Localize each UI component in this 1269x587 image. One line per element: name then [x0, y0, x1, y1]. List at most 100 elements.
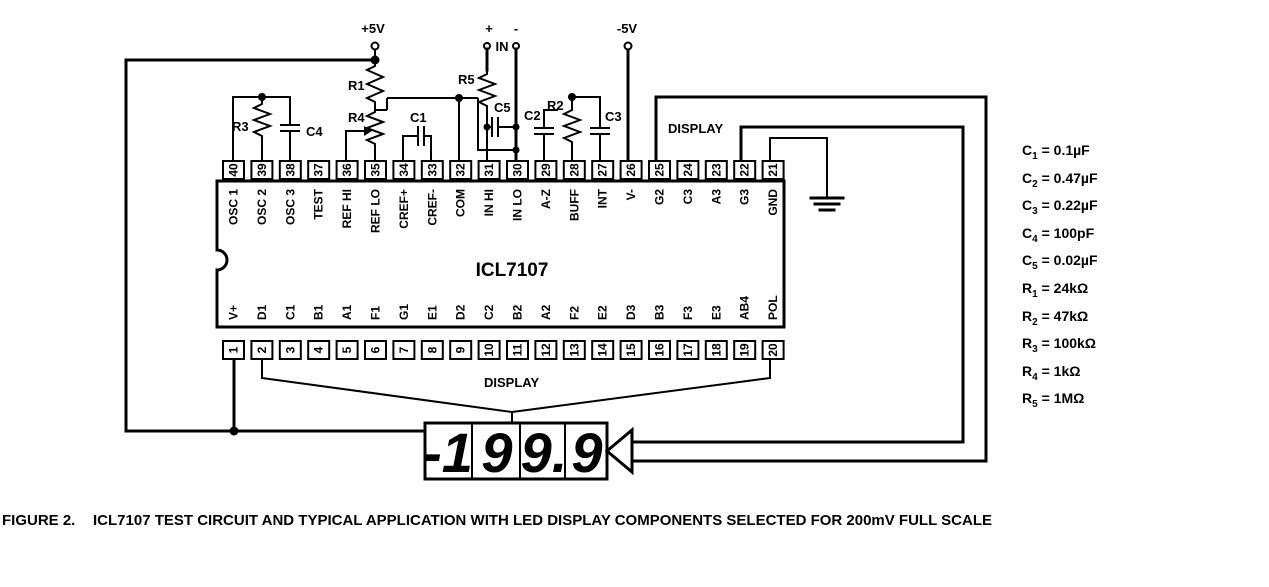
pin-number: 39	[255, 163, 269, 177]
r1-label: R1	[348, 78, 365, 93]
pin-5: 5A1	[335, 304, 359, 360]
plus5v-terminal: +5V	[361, 21, 385, 60]
pin-label: GND	[766, 189, 780, 216]
pin-box	[704, 340, 728, 360]
pin-box	[449, 340, 473, 360]
component-value-c5: C5 = 0.02µF	[1022, 250, 1098, 278]
pin-box	[534, 160, 558, 180]
pin-label: G3	[738, 189, 752, 205]
component-symbol: C	[1022, 169, 1033, 186]
pin-label: CREF+	[397, 189, 411, 229]
pin-3: 3C1	[278, 304, 302, 360]
pin-label: CREF-	[425, 189, 439, 226]
component-value-r5: R5 = 1MΩ	[1022, 388, 1098, 416]
pin-box	[648, 340, 671, 360]
pin-label: A2	[539, 304, 553, 320]
pin-number: 32	[454, 163, 468, 177]
input-terminals: + - IN	[483, 21, 520, 162]
pin-box	[477, 160, 501, 180]
minus5v-label: -5V	[617, 21, 638, 36]
c2-label: C2	[524, 108, 541, 123]
pin-box	[761, 340, 785, 360]
pin-number: 30	[511, 163, 525, 177]
pin-box	[619, 160, 643, 180]
component-value-c4: C4 = 100pF	[1022, 223, 1098, 251]
pin-box	[449, 160, 473, 180]
pin-label: E2	[596, 305, 610, 320]
pin-number: 37	[312, 163, 326, 177]
component-value: 1kΩ	[1053, 362, 1081, 379]
component-value-r1: R1 = 24kΩ	[1022, 278, 1098, 306]
display-top-label: DISPLAY	[668, 121, 723, 136]
component-symbol: R	[1022, 335, 1033, 352]
component-index: 5	[1032, 261, 1038, 273]
pin-number: 29	[539, 163, 553, 177]
pin-box	[335, 340, 359, 360]
r2-label: R2	[547, 98, 564, 113]
pin-number: 19	[738, 343, 752, 357]
component-value: 1MΩ	[1053, 390, 1085, 407]
pin-label: D1	[255, 304, 269, 320]
component-index: 3	[1032, 205, 1038, 217]
input-minus-label: -	[514, 21, 518, 36]
pin-box	[733, 160, 757, 180]
component-index: 2	[1032, 178, 1038, 190]
component-value: 0.02µF	[1053, 252, 1098, 269]
pin-box	[676, 340, 700, 360]
pin-number: 27	[596, 163, 610, 177]
input-plus-label: +	[485, 21, 493, 36]
component-symbol: R	[1022, 390, 1033, 407]
display-bottom-label: DISPLAY	[484, 375, 539, 390]
equals-sign: =	[1037, 307, 1054, 324]
integrator-network: C2 R2 C3	[524, 93, 622, 160]
pin-box	[307, 340, 331, 360]
equals-sign: =	[1037, 252, 1054, 269]
component-value: 100pF	[1053, 224, 1095, 241]
pin-box	[250, 160, 274, 180]
pin-number: 34	[397, 163, 411, 177]
pin-box	[477, 340, 501, 360]
pin-number: 40	[227, 163, 241, 177]
pin-label: REF LO	[369, 189, 383, 233]
pin-number: 5	[340, 346, 354, 353]
component-value-c3: C3 = 0.22µF	[1022, 195, 1098, 223]
equals-sign: =	[1037, 197, 1054, 214]
pin-box	[591, 160, 615, 180]
component-index: 4	[1032, 233, 1038, 245]
c3-label: C3	[605, 109, 622, 124]
pin-box	[364, 160, 387, 180]
pin-box	[562, 340, 586, 360]
pin-label: C2	[482, 304, 496, 320]
pin-box	[704, 160, 728, 180]
pin-label: F1	[369, 306, 383, 320]
pin-number: 3	[283, 346, 297, 353]
pin-number: 33	[425, 163, 439, 177]
equals-sign: =	[1037, 142, 1054, 158]
component-value: 0.47µF	[1053, 169, 1098, 186]
ic-body: ICL7107	[215, 179, 786, 329]
pin-29: 29A-Z	[534, 160, 558, 209]
supply-wiring	[124, 55, 427, 436]
component-symbol: R	[1022, 279, 1033, 296]
pin-label: OSC 1	[227, 189, 241, 225]
pin-box	[506, 340, 529, 360]
r5-label: R5	[458, 72, 475, 87]
pin-box	[733, 340, 757, 360]
pin-number: 21	[766, 163, 780, 177]
pin-label: POL	[766, 295, 780, 320]
